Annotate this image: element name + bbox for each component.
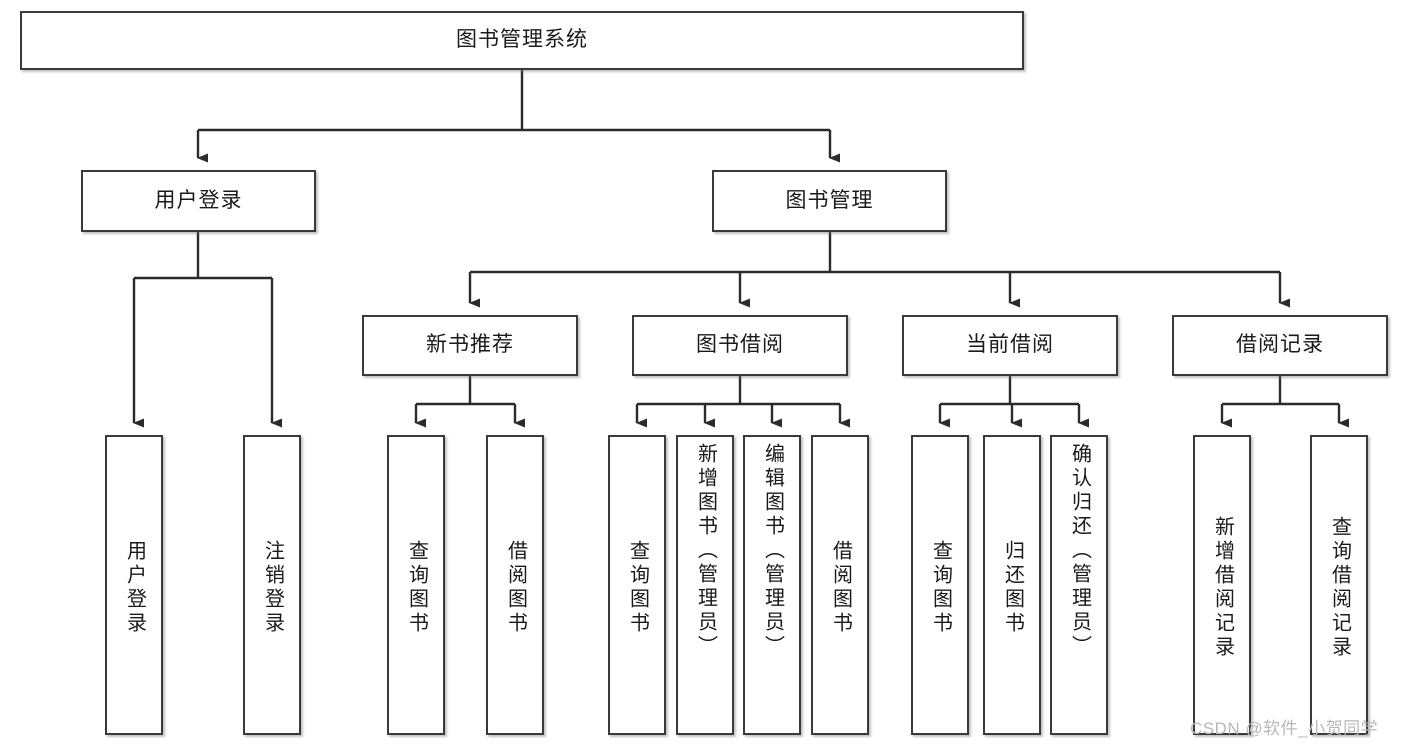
connector-group-new-book — [414, 376, 525, 428]
node-new-book-recommend[interactable]: 新书推荐 — [362, 315, 578, 376]
node-label: 用户登录 — [154, 188, 243, 212]
node-label: 新增借阅记录 — [1211, 516, 1234, 660]
node-label: 用户登录 — [123, 540, 146, 636]
connector-group-book-management — [468, 232, 1290, 308]
leaf-query-book-borrow[interactable]: 查询图书 — [608, 435, 666, 735]
connector-group-root — [196, 70, 840, 163]
node-label: 编辑图书（管理员） — [761, 443, 784, 659]
connector-group-current-borrow — [938, 376, 1089, 428]
node-user-login[interactable]: 用户登录 — [81, 170, 316, 232]
node-label: 图书借阅 — [696, 333, 784, 357]
leaf-query-book-current[interactable]: 查询图书 — [911, 435, 969, 735]
node-label: 当前借阅 — [966, 333, 1054, 357]
leaf-query-borrow-record[interactable]: 查询借阅记录 — [1310, 435, 1368, 735]
node-borrow-record[interactable]: 借阅记录 — [1172, 315, 1388, 376]
node-book-management[interactable]: 图书管理 — [712, 170, 947, 232]
node-label: 新增图书（管理员） — [694, 443, 717, 659]
node-label: 新书推荐 — [426, 333, 514, 357]
node-root-system[interactable]: 图书管理系统 — [20, 11, 1024, 70]
node-label: 借阅图书 — [829, 540, 852, 636]
leaf-user-logout[interactable]: 注销登录 — [243, 435, 301, 735]
leaf-query-book-new[interactable]: 查询图书 — [387, 435, 445, 735]
node-label: 注销登录 — [261, 540, 284, 636]
node-current-borrow[interactable]: 当前借阅 — [902, 315, 1118, 376]
connector-group-book-borrow — [635, 376, 850, 428]
node-label: 借阅记录 — [1236, 333, 1324, 357]
node-label: 查询借阅记录 — [1328, 516, 1351, 660]
node-label: 借阅图书 — [504, 540, 527, 636]
node-book-borrow[interactable]: 图书借阅 — [632, 315, 848, 376]
connector-group-borrow-record — [1220, 376, 1349, 428]
node-label: 确认归还（管理员） — [1068, 443, 1091, 659]
node-label: 查询图书 — [626, 540, 649, 636]
node-label: 查询图书 — [929, 540, 952, 636]
node-label: 图书管理系统 — [456, 28, 588, 52]
node-label: 图书管理 — [785, 188, 874, 212]
leaf-edit-book-admin[interactable]: 编辑图书（管理员） — [743, 435, 801, 735]
connector-group-user-login — [132, 232, 282, 428]
leaf-borrow-book-new[interactable]: 借阅图书 — [486, 435, 544, 735]
leaf-add-borrow-record[interactable]: 新增借阅记录 — [1193, 435, 1251, 735]
leaf-confirm-return-admin[interactable]: 确认归还（管理员） — [1050, 435, 1108, 735]
leaf-user-login[interactable]: 用户登录 — [105, 435, 163, 735]
leaf-borrow-book[interactable]: 借阅图书 — [811, 435, 869, 735]
leaf-add-book-admin[interactable]: 新增图书（管理员） — [676, 435, 734, 735]
leaf-return-book[interactable]: 归还图书 — [983, 435, 1041, 735]
node-label: 归还图书 — [1001, 540, 1024, 636]
node-label: 查询图书 — [405, 540, 428, 636]
